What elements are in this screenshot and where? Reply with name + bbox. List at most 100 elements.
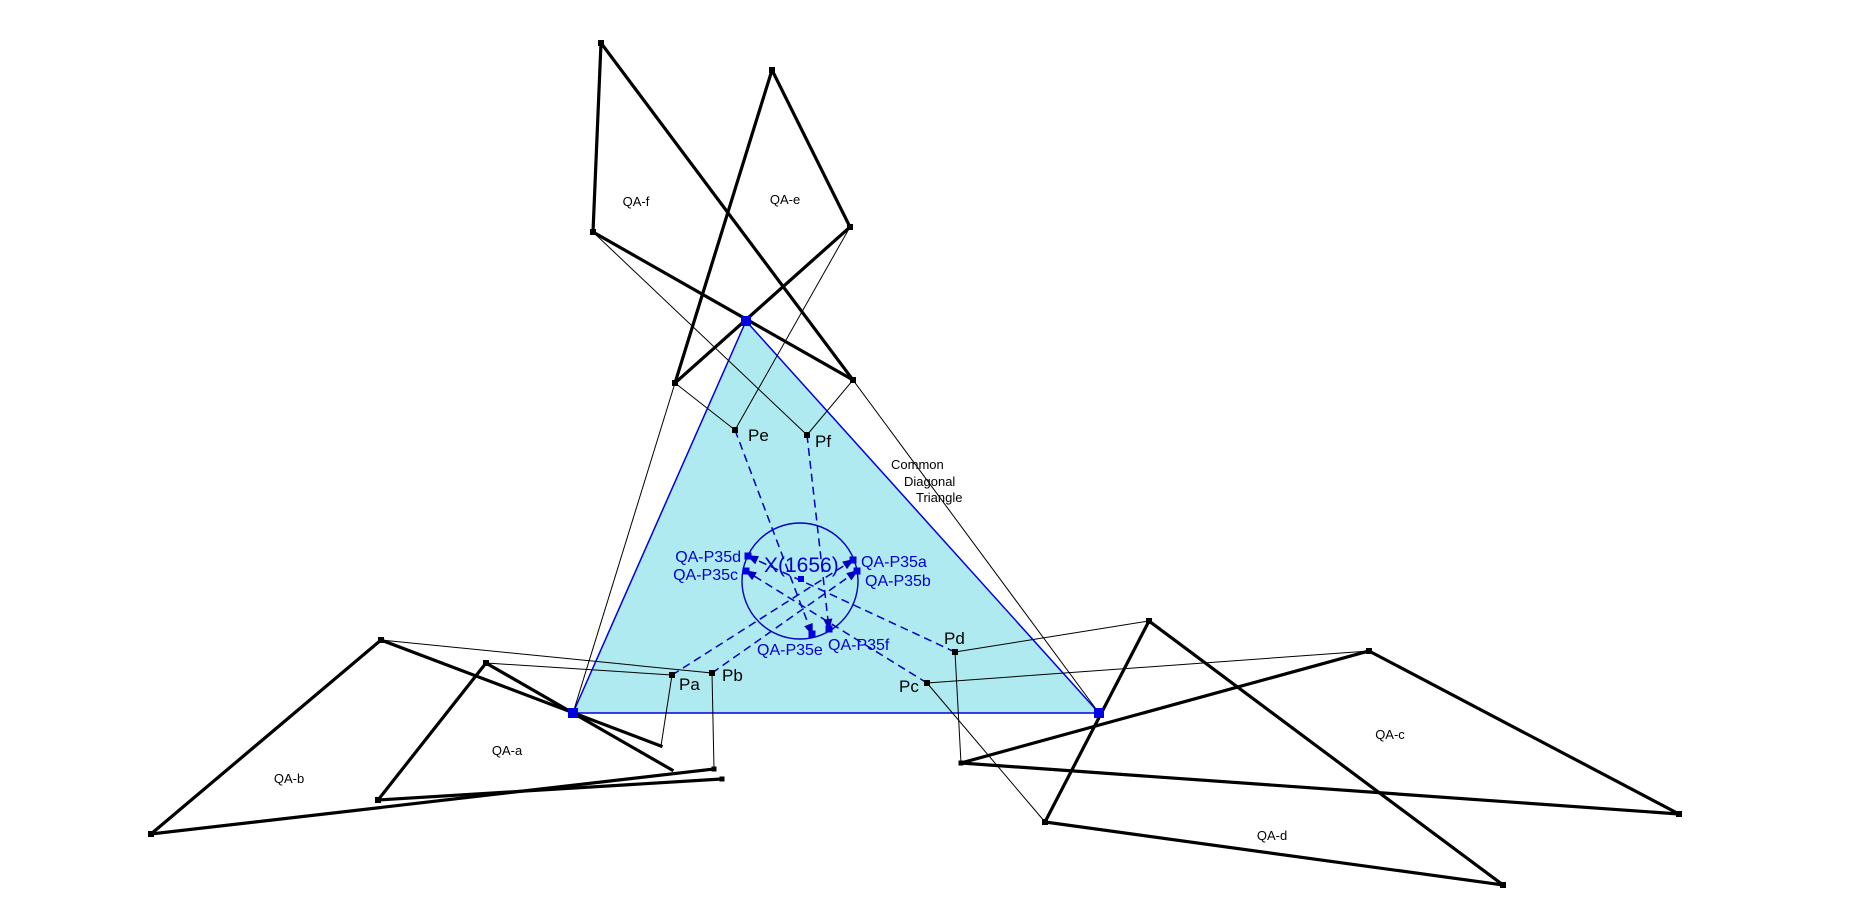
quad-thin-lines	[380, 226, 1370, 823]
arrow-qa-p35b-marker	[853, 567, 861, 575]
label-pd: Pd	[944, 629, 965, 648]
quad-side-line	[959, 649, 1371, 765]
label-qa-p35b: QA-P35b	[865, 573, 931, 590]
label-qa-p35f: QA-P35f	[828, 637, 890, 654]
vertex-qa-b-top	[378, 637, 384, 643]
vertex-left-right2	[719, 776, 725, 782]
triangle-vertex-top	[741, 316, 751, 326]
quad-thin-line	[954, 651, 962, 764]
point-pc	[924, 680, 930, 686]
vertex-qa-f-bottom	[850, 377, 856, 383]
point-pb	[709, 670, 715, 676]
vertex-right-left	[958, 760, 964, 766]
label-qa-f: QA-f	[623, 194, 650, 209]
arrow-qa-p35c	[745, 570, 928, 684]
quad-thin-line	[852, 379, 1100, 714]
quad-side-line	[376, 777, 724, 802]
label-qa-p35d: QA-P35d	[675, 549, 741, 566]
vertex-qa-f-top	[598, 40, 604, 46]
arrow-qa-p35f-head	[823, 618, 833, 631]
quad-thick-lines	[148, 40, 1682, 888]
triangle-vertex-right	[1094, 708, 1104, 718]
quad-side-line	[769, 67, 853, 230]
quad-thin-line	[485, 662, 673, 676]
label-qa-p35e: QA-P35e	[757, 642, 823, 659]
vertex-qa-d-left	[1042, 819, 1048, 825]
arrow-qa-p35f	[806, 434, 830, 630]
vertex-qa-c-right	[1676, 811, 1682, 817]
quad-side-line	[1042, 618, 1152, 825]
quad-side-line	[1366, 648, 1682, 817]
label-pb: Pb	[722, 666, 743, 685]
quad-side-line	[1043, 820, 1505, 887]
quad-side-line	[672, 224, 853, 386]
label-qa-p35a: QA-P35a	[861, 554, 927, 571]
vertex-qa-c-top	[1366, 648, 1372, 654]
point-pd	[952, 649, 958, 655]
label-triangle: Triangle	[916, 490, 962, 505]
arrow-qa-p35a	[671, 559, 854, 676]
arrow-qa-p35c-marker	[742, 567, 750, 575]
vertex-qa-a-left	[375, 797, 381, 803]
dashed-arrows	[671, 429, 956, 684]
point-pf	[804, 432, 810, 438]
quad-side-line	[375, 660, 489, 803]
quad-thin-line	[592, 231, 808, 436]
triangle-vertex-left	[568, 708, 578, 718]
quad-thin-line	[711, 672, 715, 770]
label-qa-b: QA-b	[274, 771, 304, 786]
arrow-qa-p35b	[711, 570, 858, 674]
quad-thin-line	[926, 682, 1046, 823]
vertex-qa-b-left	[148, 831, 154, 837]
vertex-qa-e-top	[769, 67, 775, 73]
label-qa-e: QA-e	[770, 192, 800, 207]
vertex-qa-d-right	[1500, 882, 1506, 888]
quad-side-line	[591, 41, 603, 234]
vertex-qa-e-bottom	[672, 380, 678, 386]
black-point-markers	[148, 40, 1682, 888]
quad-thin-line	[572, 382, 676, 714]
vertex-left-right1	[711, 766, 717, 772]
arrow-qa-p35e	[734, 429, 813, 635]
quad-side-line	[672, 67, 775, 386]
arrow-qa-p35d-marker	[744, 552, 752, 560]
label-qa-a: QA-a	[492, 743, 523, 758]
vertex-qa-a-top	[483, 660, 489, 666]
blue-point-markers	[568, 316, 1104, 718]
point-pa	[669, 672, 675, 678]
vertex-qa-f-left	[590, 229, 596, 235]
label-pf: Pf	[815, 432, 831, 451]
quad-thin-line	[926, 650, 1370, 684]
label-qa-c: QA-c	[1375, 727, 1405, 742]
label-pa: Pa	[679, 675, 700, 694]
label-pe: Pe	[748, 426, 769, 445]
label-diagonal: Diagonal	[904, 474, 955, 489]
quad-side-line	[149, 767, 716, 836]
arrow-qa-p35e-marker	[808, 630, 816, 638]
arrow-qa-p35f-marker	[825, 625, 833, 633]
vertex-right-top	[1146, 618, 1152, 624]
label-qa-p35c: QA-P35c	[673, 567, 738, 584]
quad-thin-line	[806, 379, 854, 436]
quad-side-line	[590, 229, 856, 383]
point-pe	[732, 427, 738, 433]
common-diagonal-triangle	[571, 319, 1101, 714]
arrow-qa-p35a-marker	[849, 556, 857, 564]
vertex-qa-e-right	[847, 224, 853, 230]
label-qa-d: QA-d	[1257, 828, 1287, 843]
central-circle	[741, 522, 859, 640]
quad-thin-line	[674, 382, 736, 431]
quad-thin-line	[954, 620, 1150, 653]
quad-side-line	[959, 761, 1681, 816]
point-x1656	[798, 576, 804, 582]
quad-thin-line	[660, 674, 673, 747]
label-pc: Pc	[899, 677, 919, 696]
quad-side-line	[1146, 618, 1506, 888]
quad-thin-line	[734, 226, 851, 431]
quad-thin-line	[380, 639, 713, 674]
quad-side-line	[483, 660, 675, 773]
quad-side-line	[148, 637, 384, 837]
diagram-labels: X(1656)QA-P35dQA-P35cQA-P35aQA-P35bQA-P3…	[274, 192, 1405, 843]
